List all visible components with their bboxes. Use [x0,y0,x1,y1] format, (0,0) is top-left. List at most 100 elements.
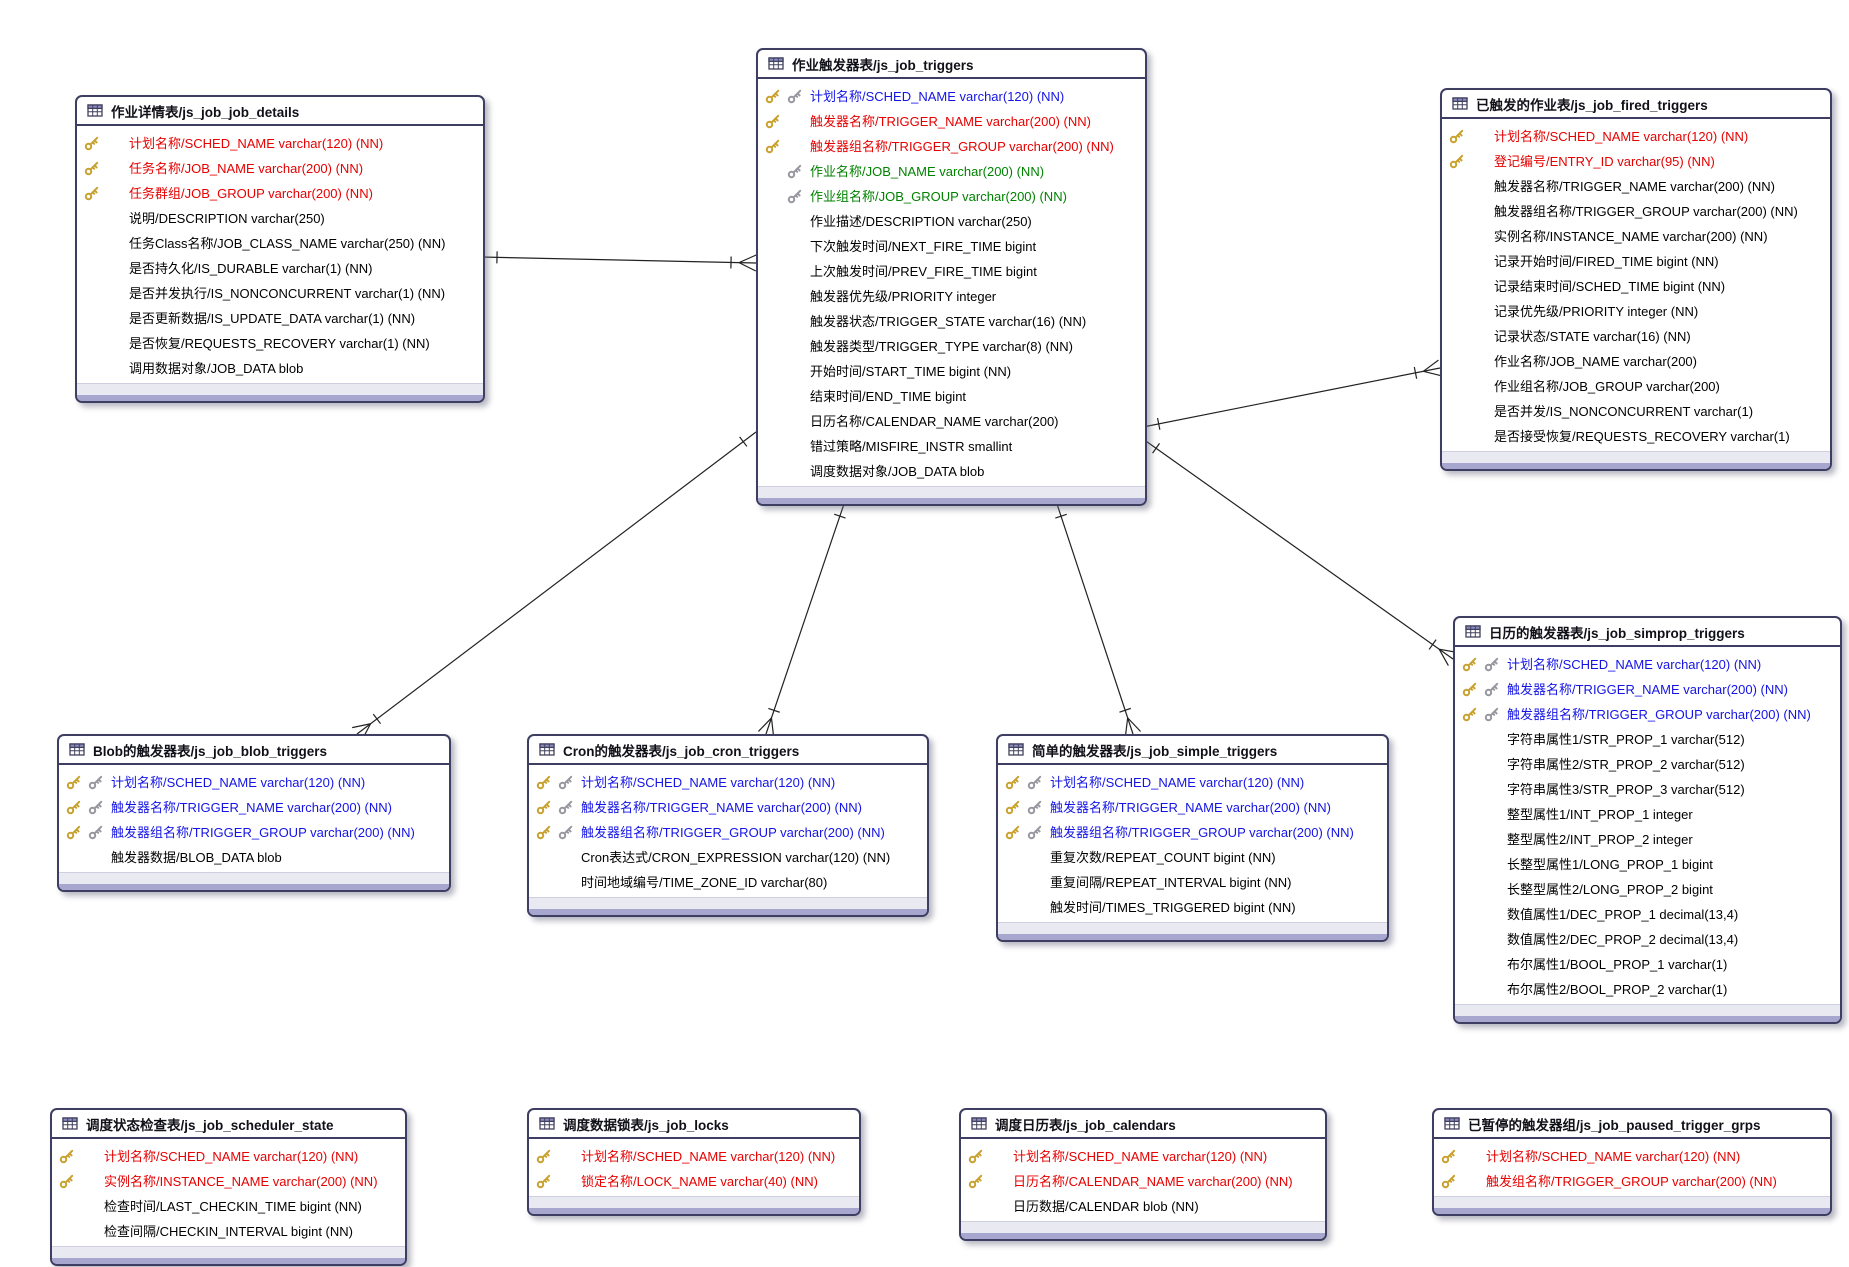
field-row[interactable]: 是否并发/IS_NONCONCURRENT varchar(1) [1442,398,1830,423]
field-row[interactable]: 数值属性2/DEC_PROP_2 decimal(13,4) [1455,926,1840,951]
field-row[interactable]: 作业组名称/JOB_GROUP varchar(200) [1442,373,1830,398]
field-row[interactable]: 触发器组名称/TRIGGER_GROUP varchar(200) (NN) [1455,701,1840,726]
field-row[interactable]: 作业描述/DESCRIPTION varchar(250) [758,208,1145,233]
field-row[interactable]: 触发器名称/TRIGGER_NAME varchar(200) (NN) [529,794,927,819]
field-row[interactable]: 下次触发时间/NEXT_FIRE_TIME bigint [758,233,1145,258]
relationship-line-triggers-to-simple[interactable] [1055,500,1142,737]
field-row[interactable]: 计划名称/SCHED_NAME varchar(120) (NN) [529,769,927,794]
field-row[interactable]: 触发器组名称/TRIGGER_GROUP varchar(200) (NN) [1442,198,1830,223]
field-row[interactable]: 触发器名称/TRIGGER_NAME varchar(200) (NN) [1455,676,1840,701]
field-row[interactable]: 结束时间/END_TIME bigint [758,383,1145,408]
field-row[interactable]: 日历名称/CALENDAR_NAME varchar(200) [758,408,1145,433]
field-row[interactable]: 触发器数据/BLOB_DATA blob [59,844,449,869]
field-row[interactable]: 记录状态/STATE varchar(16) (NN) [1442,323,1830,348]
field-row[interactable]: 计划名称/SCHED_NAME varchar(120) (NN) [1434,1143,1830,1168]
field-row[interactable]: 计划名称/SCHED_NAME varchar(120) (NN) [77,130,483,155]
table-job_details[interactable]: 作业详情表/js_job_job_details 计划名称/SCHED_NAME … [75,95,485,403]
field-row[interactable]: 计划名称/SCHED_NAME varchar(120) (NN) [529,1143,859,1168]
table-simprop_triggers[interactable]: 日历的触发器表/js_job_simprop_triggers 计划名称/SCHE… [1453,616,1842,1024]
field-row[interactable]: 任务Class名称/JOB_CLASS_NAME varchar(250) (N… [77,230,483,255]
field-row[interactable]: 是否更新数据/IS_UPDATE_DATA varchar(1) (NN) [77,305,483,330]
field-row[interactable]: 触发器优先级/PRIORITY integer [758,283,1145,308]
field-row[interactable]: 计划名称/SCHED_NAME varchar(120) (NN) [1455,651,1840,676]
table-title-bar[interactable]: 调度日历表/js_job_calendars [961,1110,1325,1139]
field-row[interactable]: 触发器名称/TRIGGER_NAME varchar(200) (NN) [59,794,449,819]
field-row[interactable]: 字符串属性2/STR_PROP_2 varchar(512) [1455,751,1840,776]
field-row[interactable]: 计划名称/SCHED_NAME varchar(120) (NN) [998,769,1387,794]
field-row[interactable]: 触发器名称/TRIGGER_NAME varchar(200) (NN) [998,794,1387,819]
field-row[interactable]: 整型属性2/INT_PROP_2 integer [1455,826,1840,851]
field-row[interactable]: 调度数据对象/JOB_DATA blob [758,458,1145,483]
field-row[interactable]: 触发器名称/TRIGGER_NAME varchar(200) (NN) [1442,173,1830,198]
table-paused_trigger_grps[interactable]: 已暂停的触发器组/js_job_paused_trigger_grps 计划名称/… [1432,1108,1832,1216]
table-title-bar[interactable]: 作业触发器表/js_job_triggers [758,50,1145,79]
field-row[interactable]: 登记编号/ENTRY_ID varchar(95) (NN) [1442,148,1830,173]
field-row[interactable]: 整型属性1/INT_PROP_1 integer [1455,801,1840,826]
table-title-bar[interactable]: 调度状态检查表/js_job_scheduler_state [52,1110,405,1139]
field-row[interactable]: 实例名称/INSTANCE_NAME varchar(200) (NN) [52,1168,405,1193]
field-row[interactable]: 实例名称/INSTANCE_NAME varchar(200) (NN) [1442,223,1830,248]
field-row[interactable]: 是否接受恢复/REQUESTS_RECOVERY varchar(1) [1442,423,1830,448]
field-row[interactable]: 锁定名称/LOCK_NAME varchar(40) (NN) [529,1168,859,1193]
field-row[interactable]: 作业名称/JOB_NAME varchar(200) [1442,348,1830,373]
field-row[interactable]: 计划名称/SCHED_NAME varchar(120) (NN) [758,83,1145,108]
field-row[interactable]: 时间地域编号/TIME_ZONE_ID varchar(80) [529,869,927,894]
field-row[interactable]: 触发器类型/TRIGGER_TYPE varchar(8) (NN) [758,333,1145,358]
table-simple_triggers[interactable]: 简单的触发器表/js_job_simple_triggers 计划名称/SCHED… [996,734,1389,942]
table-title-bar[interactable]: 调度数据锁表/js_job_locks [529,1110,859,1139]
table-fired_triggers[interactable]: 已触发的作业表/js_job_fired_triggers 计划名称/SCHED_… [1440,88,1832,471]
field-row[interactable]: 作业名称/JOB_NAME varchar(200) (NN) [758,158,1145,183]
field-row[interactable]: 说明/DESCRIPTION varchar(250) [77,205,483,230]
table-calendars[interactable]: 调度日历表/js_job_calendars 计划名称/SCHED_NAME va… [959,1108,1327,1241]
field-row[interactable]: 检查间隔/CHECKIN_INTERVAL bigint (NN) [52,1218,405,1243]
field-row[interactable]: 触发器组名称/TRIGGER_GROUP varchar(200) (NN) [59,819,449,844]
field-row[interactable]: 日历数据/CALENDAR blob (NN) [961,1193,1325,1218]
field-row[interactable]: 触发器组名称/TRIGGER_GROUP varchar(200) (NN) [758,133,1145,158]
relationship-line-triggers-to-fired[interactable] [1142,359,1442,430]
table-title-bar[interactable]: Cron的触发器表/js_job_cron_triggers [529,736,927,765]
table-title-bar[interactable]: 作业详情表/js_job_job_details [77,97,483,126]
table-triggers[interactable]: 作业触发器表/js_job_triggers 计划名称/SCHED_NAME va… [756,48,1147,506]
table-blob_triggers[interactable]: Blob的触发器表/js_job_blob_triggers 计划名称/SCHED… [57,734,451,892]
table-title-bar[interactable]: 日历的触发器表/js_job_simprop_triggers [1455,618,1840,647]
field-row[interactable]: 重复次数/REPEAT_COUNT bigint (NN) [998,844,1387,869]
field-row[interactable]: 记录结束时间/SCHED_TIME bigint (NN) [1442,273,1830,298]
field-row[interactable]: 触发器状态/TRIGGER_STATE varchar(16) (NN) [758,308,1145,333]
field-row[interactable]: 触发时间/TIMES_TRIGGERED bigint (NN) [998,894,1387,919]
field-row[interactable]: 调用数据对象/JOB_DATA blob [77,355,483,380]
table-title-bar[interactable]: 简单的触发器表/js_job_simple_triggers [998,736,1387,765]
relationship-line-triggers-to-blob[interactable] [352,431,757,741]
table-title-bar[interactable]: 已触发的作业表/js_job_fired_triggers [1442,90,1830,119]
field-row[interactable]: 任务群组/JOB_GROUP varchar(200) (NN) [77,180,483,205]
field-row[interactable]: 布尔属性2/BOOL_PROP_2 varchar(1) [1455,976,1840,1001]
field-row[interactable]: 长整型属性1/LONG_PROP_1 bigint [1455,851,1840,876]
field-row[interactable]: 记录优先级/PRIORITY integer (NN) [1442,298,1830,323]
field-row[interactable]: 计划名称/SCHED_NAME varchar(120) (NN) [59,769,449,794]
field-row[interactable]: 计划名称/SCHED_NAME varchar(120) (NN) [1442,123,1830,148]
field-row[interactable]: 数值属性1/DEC_PROP_1 decimal(13,4) [1455,901,1840,926]
field-row[interactable]: 字符串属性3/STR_PROP_3 varchar(512) [1455,776,1840,801]
field-row[interactable]: 上次触发时间/PREV_FIRE_TIME bigint [758,258,1145,283]
field-row[interactable]: 计划名称/SCHED_NAME varchar(120) (NN) [961,1143,1325,1168]
field-row[interactable]: 错过策略/MISFIRE_INSTR smallint [758,433,1145,458]
field-row[interactable]: 是否恢复/REQUESTS_RECOVERY varchar(1) (NN) [77,330,483,355]
field-row[interactable]: 是否并发执行/IS_NONCONCURRENT varchar(1) (NN) [77,280,483,305]
field-row[interactable]: 日历名称/CALENDAR_NAME varchar(200) (NN) [961,1168,1325,1193]
table-title-bar[interactable]: Blob的触发器表/js_job_blob_triggers [59,736,449,765]
field-row[interactable]: 触发器组名称/TRIGGER_GROUP varchar(200) (NN) [998,819,1387,844]
field-row[interactable]: 是否持久化/IS_DURABLE varchar(1) (NN) [77,255,483,280]
table-locks[interactable]: 调度数据锁表/js_job_locks 计划名称/SCHED_NAME varch… [527,1108,861,1216]
field-row[interactable]: 长整型属性2/LONG_PROP_2 bigint [1455,876,1840,901]
field-row[interactable]: 布尔属性1/BOOL_PROP_1 varchar(1) [1455,951,1840,976]
relationship-line-triggers-to-cron[interactable] [757,500,846,737]
table-cron_triggers[interactable]: Cron的触发器表/js_job_cron_triggers 计划名称/SCHED… [527,734,929,917]
field-row[interactable]: 记录开始时间/FIRED_TIME bigint (NN) [1442,248,1830,273]
field-row[interactable]: 作业组名称/JOB_GROUP varchar(200) (NN) [758,183,1145,208]
field-row[interactable]: 字符串属性1/STR_PROP_1 varchar(512) [1455,726,1840,751]
field-row[interactable]: 重复间隔/REPEAT_INTERVAL bigint (NN) [998,869,1387,894]
field-row[interactable]: 触发器组名称/TRIGGER_GROUP varchar(200) (NN) [529,819,927,844]
field-row[interactable]: Cron表达式/CRON_EXPRESSION varchar(120) (NN… [529,844,927,869]
table-title-bar[interactable]: 已暂停的触发器组/js_job_paused_trigger_grps [1434,1110,1830,1139]
field-row[interactable]: 检查时间/LAST_CHECKIN_TIME bigint (NN) [52,1193,405,1218]
